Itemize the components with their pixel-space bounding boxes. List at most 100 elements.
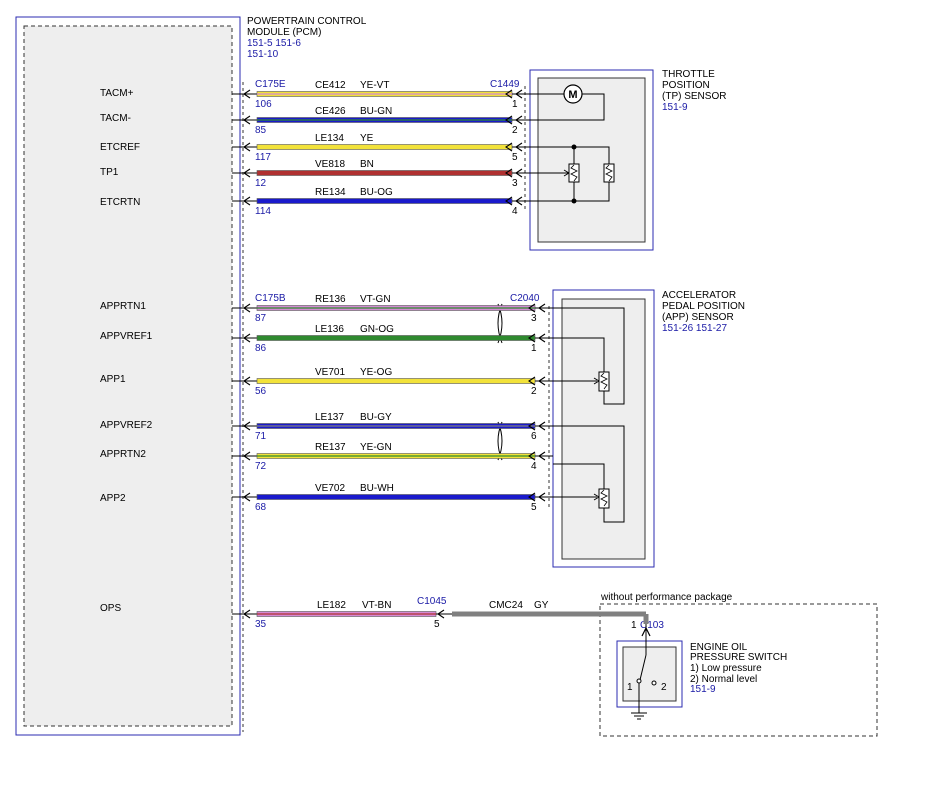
- tp-potentiometer-1-zigzag: [570, 164, 578, 182]
- connector-arrow: [528, 333, 536, 343]
- sensor-pin: 1: [512, 99, 518, 110]
- connector-arrow: [515, 196, 523, 206]
- circuit-id: RE134: [315, 187, 346, 198]
- connector-arrow: [243, 451, 251, 461]
- signal-label: TP1: [100, 167, 119, 178]
- sensor-pin: 4: [531, 461, 537, 472]
- ops-switch-pos-2: 2: [661, 682, 667, 693]
- app-refs: 151-26 151-27: [662, 323, 727, 334]
- connector-arrow: [538, 376, 546, 386]
- connector-arrow: [515, 142, 523, 152]
- wire-color-code: BU-OG: [360, 187, 393, 198]
- motor-wiring: [530, 93, 605, 121]
- connector-arrow: [528, 303, 536, 313]
- wire-color-code: BU-GN: [360, 106, 392, 117]
- app-name-2: PEDAL POSITION: [662, 301, 745, 312]
- app-potentiometer-2-wiper: [593, 493, 600, 501]
- circuit-id: CE426: [315, 106, 346, 117]
- signal-label: APPRTN2: [100, 449, 146, 460]
- app-potentiometer-2: [598, 488, 610, 509]
- app-name-3: (APP) SENSOR: [662, 312, 734, 323]
- circuit-id: LE136: [315, 324, 344, 335]
- c1449-label: C1449: [490, 79, 520, 90]
- wire-color-code: BU-WH: [360, 483, 394, 494]
- ops-ext-circuit: CMC24: [489, 600, 523, 611]
- ops-switch-name-2: PRESSURE SWITCH: [690, 652, 787, 663]
- option-dashed-box: [599, 603, 878, 737]
- circuit-id: VE818: [315, 159, 345, 170]
- pcm-ref-1: 151-5 151-6: [247, 38, 301, 49]
- signal-label: ETCREF: [100, 142, 140, 153]
- app-name-1: ACCELERATOR: [662, 290, 736, 301]
- wire-color-code: YE: [360, 133, 374, 144]
- ops-ext-color: GY: [534, 600, 549, 611]
- app-potentiometer-1: [598, 371, 610, 392]
- app-potentiometer-1-wiper: [593, 377, 600, 385]
- sensor-pin: 3: [512, 178, 518, 189]
- signal-label: APPVREF1: [100, 331, 153, 342]
- connector-arrow: [538, 421, 546, 431]
- wire-color-code: VT-GN: [360, 294, 391, 305]
- tp-junction-bottom: [571, 198, 577, 204]
- circuit-id: VE702: [315, 483, 345, 494]
- sensor-pin: 6: [531, 431, 537, 442]
- wire: [256, 198, 513, 204]
- connector-arrow: [505, 196, 513, 206]
- pcm-pin: 12: [255, 178, 267, 189]
- tp-wiper-arrow: [563, 169, 570, 177]
- sensor-pin: 3: [531, 313, 537, 324]
- c175e-label: C175E: [255, 79, 286, 90]
- signal-label: APPRTN1: [100, 301, 146, 312]
- pcm-pin: 72: [255, 461, 267, 472]
- tp-potentiometer-2: [603, 163, 615, 183]
- app-potentiometer-1-zigzag: [600, 372, 608, 390]
- circuit-id: LE182: [317, 600, 346, 611]
- tp-potentiometer-1: [568, 163, 580, 183]
- signal-label: TACM+: [100, 88, 134, 99]
- ops-state-2: 2) Normal level: [690, 674, 757, 685]
- sensor-pin: 4: [512, 206, 518, 217]
- tp-name-2: POSITION: [662, 80, 710, 91]
- signal-label: APP2: [100, 493, 126, 504]
- ops-option: without performance package ENGINE OIL P…: [599, 592, 878, 737]
- connector-arrow: [243, 142, 251, 152]
- ground-icon: [631, 712, 647, 720]
- circuit-id: VE701: [315, 367, 345, 378]
- tp-name-3: (TP) SENSOR: [662, 91, 726, 102]
- pcm-pin: 85: [255, 125, 267, 136]
- app-sensor1-wiring: [553, 307, 625, 405]
- tp-sensor: THROTTLE POSITION (TP) SENSOR 151-9 M: [524, 69, 726, 251]
- connector-arrow: [538, 451, 546, 461]
- ops-state-1: 1) Low pressure: [690, 663, 762, 674]
- connector-arrow: [243, 115, 251, 125]
- connector-arrow: [243, 421, 251, 431]
- connector-arrow: [243, 303, 251, 313]
- wire-color-code: BN: [360, 159, 374, 170]
- c103-label: C103: [640, 620, 664, 631]
- ops-switch-contact-2: [651, 680, 657, 686]
- pcm-ref-2: 151-10: [247, 49, 279, 60]
- tp-network-wiring: [530, 146, 610, 202]
- tp-potentiometer-2-zigzag: [605, 164, 613, 182]
- connector-arrow: [538, 303, 546, 313]
- pcm-pin: 114: [255, 206, 271, 217]
- wire-color-code: YE-OG: [360, 367, 392, 378]
- connector-arrow: [528, 421, 536, 431]
- pcm-pin: 106: [255, 99, 272, 110]
- c103-pin: 1: [631, 620, 637, 631]
- inline-arrow: [437, 609, 445, 619]
- sensor-pin: 5: [512, 152, 518, 163]
- pcm-pin: 56: [255, 386, 267, 397]
- signal-label: TACM-: [100, 113, 131, 124]
- c175b-label: C175B: [255, 293, 286, 304]
- connector-arrow: [515, 168, 523, 178]
- pcm-pin: 68: [255, 502, 267, 513]
